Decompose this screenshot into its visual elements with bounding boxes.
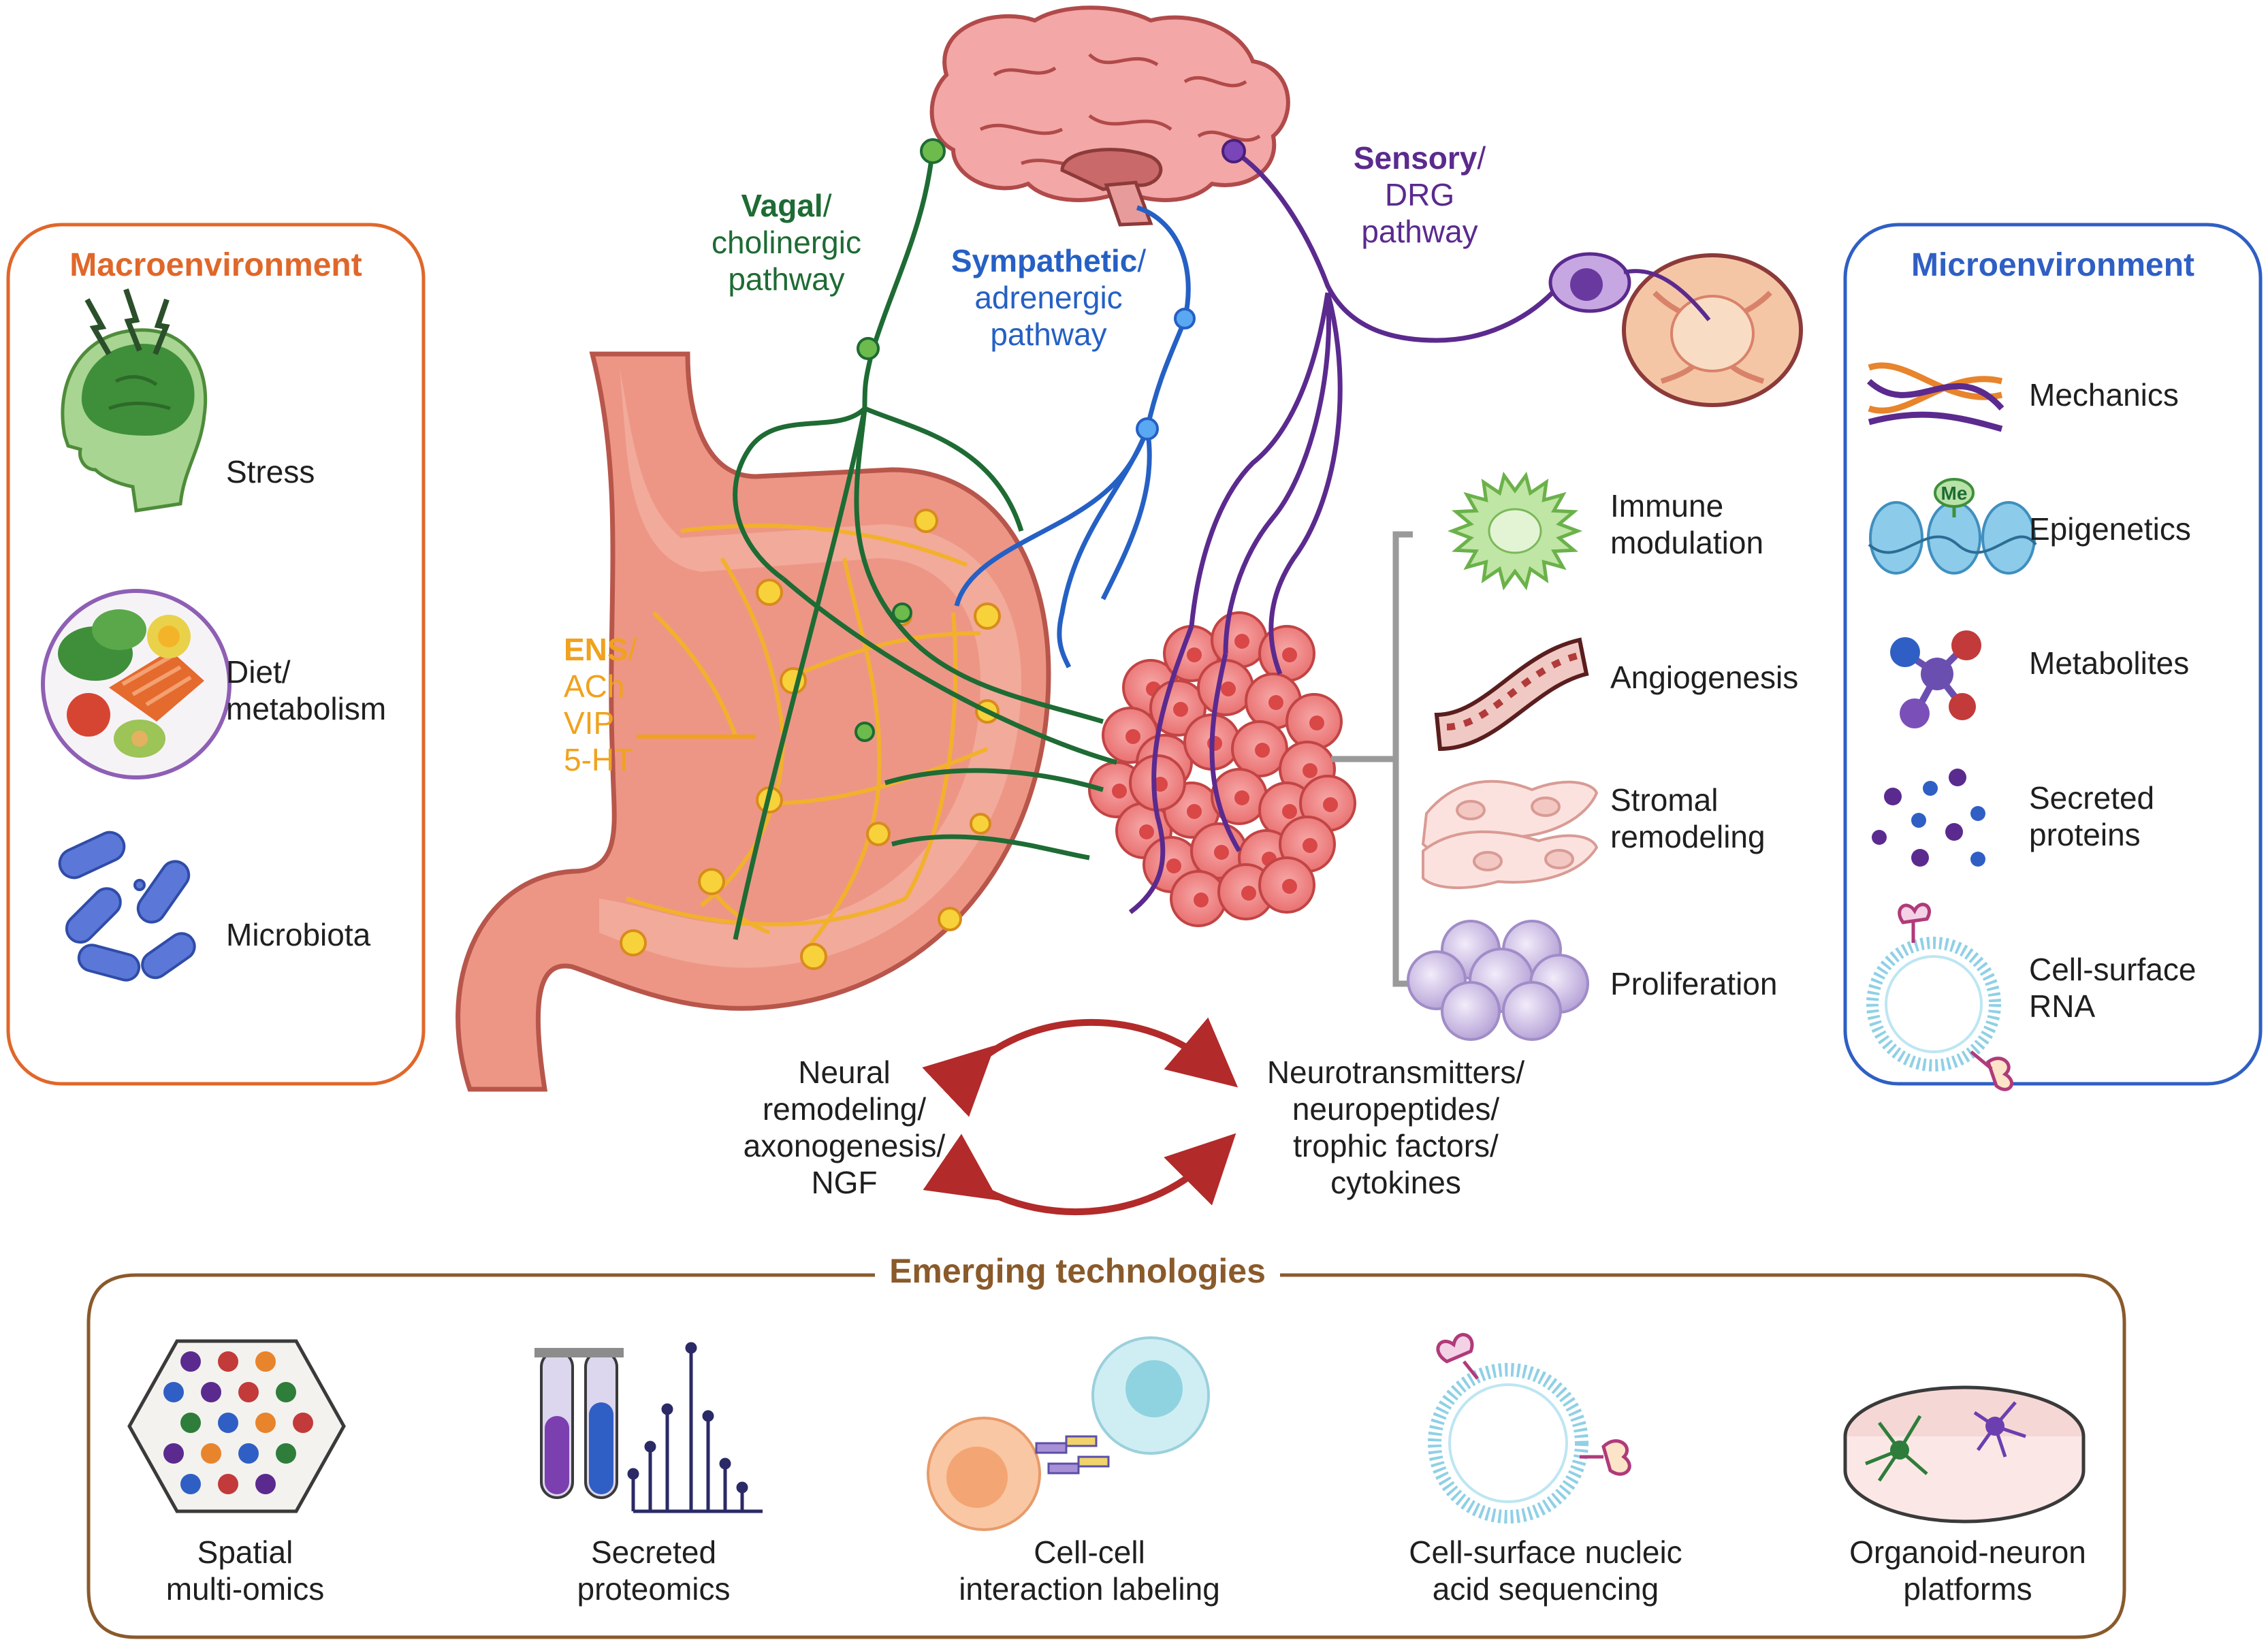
sensory-slash: /	[1477, 140, 1486, 176]
vagal-nerve	[733, 146, 1117, 940]
macro-item-microbiota: Microbiota	[226, 917, 371, 952]
sensory-bold: Sensory	[1353, 140, 1478, 176]
sympathetic-bold: Sympathetic	[951, 243, 1138, 278]
crosstalk-right-label: Neurotransmitters/ neuropeptides/ trophi…	[1266, 1055, 1525, 1200]
bacteria-icon	[58, 831, 196, 982]
micro-item-mechanics: Mechanics	[2029, 377, 2179, 413]
micro-panel	[1843, 223, 2263, 1086]
immune-cell-icon	[1447, 471, 1583, 591]
effect-angiogenesis: Angiogenesis	[1610, 660, 1799, 695]
tech-organoid-neuron: Organoid-neuron platforms	[1849, 1534, 2086, 1607]
emerging-panel	[86, 1273, 2126, 1639]
vagal-line2: cholinergic	[712, 225, 861, 260]
blood-vessel-icon	[1434, 637, 1589, 752]
crosstalk-left-label: Neural remodeling/ axonogenesis/ NGF	[743, 1055, 946, 1200]
stomach-icon	[456, 351, 1051, 1092]
sensory-line3: pathway	[1361, 214, 1478, 249]
micro-item-secreted-proteins: Secreted proteins	[2029, 780, 2155, 852]
vagal-nodes	[855, 138, 946, 742]
petri-dish-icon	[1843, 1385, 2086, 1524]
food-plate-icon	[41, 589, 231, 779]
fibers-icon	[1866, 362, 2005, 432]
effect-immune-modulation: Immune modulation	[1610, 488, 1764, 560]
micro-item-epigenetics: Epigenetics	[2029, 511, 2191, 547]
effect-stromal-remodeling: Stromal remodeling	[1610, 782, 1766, 854]
sympathetic-line3: pathway	[990, 317, 1107, 352]
sensory-line2: DRG	[1384, 177, 1455, 212]
tech-cell-surface-sequencing: Cell-surface nucleic acid sequencing	[1409, 1534, 1682, 1607]
stromal-cells-icon	[1421, 779, 1599, 889]
effect-proliferation: Proliferation	[1610, 966, 1778, 1001]
macro-title: Macroenvironment	[69, 247, 362, 283]
cell-pair-icon	[927, 1336, 1210, 1531]
spatial-grid-icon	[127, 1339, 346, 1513]
dots-icon	[1872, 769, 1985, 867]
ens-vip: VIP	[564, 705, 615, 741]
tech-spatial-multiomics: Spatial multi-omics	[165, 1534, 325, 1607]
rna-vesicle-icon-tech	[1428, 1333, 1631, 1524]
sympathetic-line2: adrenergic	[974, 280, 1123, 315]
test-tubes-spectrum-icon	[534, 1342, 763, 1513]
ens-label: ENS/ ACh VIP 5-HT	[564, 631, 637, 778]
stressed-head-icon	[61, 288, 208, 513]
ens-bold: ENS	[564, 632, 628, 667]
ens-ach: ACh	[564, 669, 625, 704]
vagal-line3: pathway	[728, 261, 845, 297]
cell-cluster-icon	[1407, 920, 1589, 1041]
ens-slash: /	[628, 632, 637, 667]
sympathetic-slash: /	[1137, 243, 1147, 278]
tumor-icon	[1088, 611, 1356, 927]
spinal-cord-icon	[1622, 253, 1803, 407]
vagal-bold: Vagal	[741, 188, 823, 223]
macro-item-diet: Diet/ metabolism	[226, 654, 387, 726]
macro-panel	[6, 223, 426, 1086]
crosstalk-arrows	[922, 1017, 1239, 1215]
sensory-pathway-label: Sensory/ DRG pathway	[1307, 140, 1532, 250]
vagal-pathway-label: Vagal/ cholinergic pathway	[674, 187, 899, 297]
nucleosome-icon: Me	[1868, 478, 2037, 575]
sensory-nerve	[1128, 149, 1554, 914]
tech-cell-interaction-labeling: Cell-cell interaction labeling	[959, 1534, 1220, 1607]
methyl-tag: Me	[1941, 483, 1968, 504]
emerging-title: Emerging technologies	[875, 1251, 1280, 1291]
sympathetic-nodes	[1136, 308, 1196, 440]
rna-vesicle-icon	[1866, 903, 2013, 1091]
vagal-slash: /	[822, 188, 832, 223]
molecule-icon	[1890, 630, 1981, 728]
sensory-node	[1221, 139, 1246, 163]
micro-item-metabolites: Metabolites	[2029, 645, 2190, 681]
macro-item-stress: Stress	[226, 454, 315, 489]
micro-item-cell-surface-rna: Cell-surface RNA	[2029, 952, 2197, 1024]
brain-icon	[929, 5, 1290, 227]
micro-title: Microenvironment	[1911, 247, 2195, 283]
tech-secreted-proteomics: Secreted proteomics	[577, 1534, 731, 1607]
effects-bracket	[1331, 531, 1413, 987]
drg-neuron-icon	[1548, 252, 1711, 321]
sympathetic-pathway-label: Sympathetic/ adrenergic pathway	[936, 242, 1161, 353]
ens-5ht: 5-HT	[564, 742, 634, 777]
